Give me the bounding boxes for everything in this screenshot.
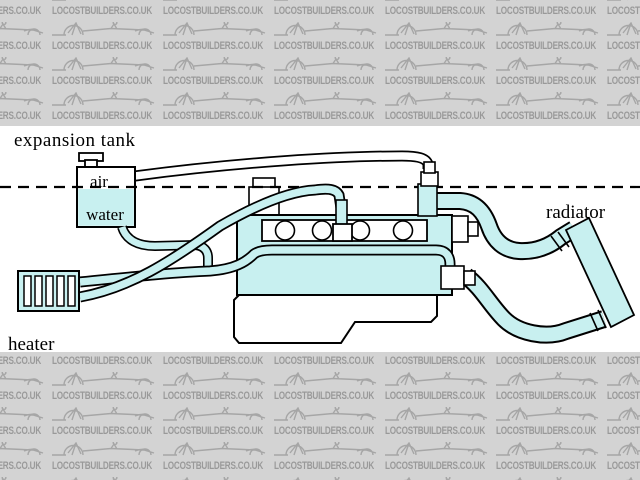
label-water: water	[86, 205, 124, 224]
thermostat-housing	[332, 223, 353, 242]
oil-sump	[233, 294, 438, 344]
heater-return-pipe	[79, 244, 456, 288]
cylinder-4	[392, 220, 414, 241]
radiator-top-hose	[430, 192, 579, 261]
expansion-tank-water	[78, 189, 134, 226]
cylinder-3	[349, 220, 371, 241]
bottom-hose-fitting	[440, 265, 476, 290]
watermark-band-top-pattern	[0, 0, 640, 126]
label-heater: heater	[8, 334, 55, 355]
watermark-band-bottom-pattern	[0, 352, 640, 480]
heater-supply-hose	[79, 183, 347, 303]
heater-matrix	[17, 270, 80, 312]
radiator-core	[550, 216, 636, 332]
radiator-top-joint	[550, 231, 570, 252]
vent-pipe	[134, 150, 434, 182]
watermark-band-bottom	[0, 352, 640, 480]
radiator-bottom-joint	[589, 309, 607, 332]
heater-fins	[23, 275, 76, 307]
cylinder-1	[274, 220, 296, 241]
head-outlet-fitting-2	[467, 221, 479, 237]
engine-filler-riser	[417, 161, 439, 217]
cylinder-2	[311, 220, 333, 241]
label-radiator: radiator	[546, 202, 606, 223]
label-expansion-tank: expansion tank	[14, 130, 136, 151]
radiator-bottom-hose	[460, 268, 607, 344]
label-air: air	[90, 172, 108, 191]
riser-cap-neck	[423, 161, 436, 174]
head-outlet-fitting-1	[451, 215, 469, 243]
thermostat-stem	[335, 199, 348, 227]
riser-collar	[420, 171, 439, 187]
watermark-band-top	[0, 0, 640, 126]
